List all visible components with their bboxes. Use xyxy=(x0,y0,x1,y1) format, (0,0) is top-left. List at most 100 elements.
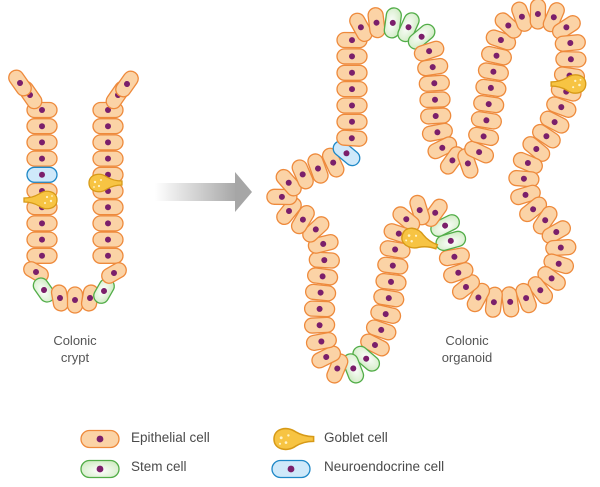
nucleus xyxy=(416,207,423,214)
crypt-right-cell-6 xyxy=(92,199,124,216)
organoid-cell-31 xyxy=(542,2,565,33)
organoid-cell-78 xyxy=(304,283,337,302)
nucleus xyxy=(439,144,446,151)
organoid-cell-59 xyxy=(430,214,460,238)
organoid-cell-24 xyxy=(475,78,507,98)
nucleus xyxy=(464,160,471,167)
organoid-cell-14 xyxy=(419,91,451,109)
nucleus xyxy=(378,326,385,333)
organoid-cell-16 xyxy=(421,122,453,142)
organoid-cell-89 xyxy=(321,147,345,178)
organoid-cell-69 xyxy=(365,319,397,341)
organoid-cell-65 xyxy=(377,256,409,275)
organoid-cell-55 xyxy=(451,274,481,300)
nucleus xyxy=(39,123,45,130)
organoid-cell-84 xyxy=(276,197,302,225)
nucleus xyxy=(349,69,355,76)
organoid-cell-11 xyxy=(413,40,445,62)
organoid-cell-46 xyxy=(541,220,571,244)
crypt-left-cell-3 xyxy=(26,150,58,167)
legend-icon-goblet xyxy=(273,427,315,451)
legend-icon-stem xyxy=(80,459,120,479)
organoid-cell-32 xyxy=(551,15,581,40)
nucleus xyxy=(429,64,436,71)
legend-label-goblet: Goblet cell xyxy=(324,430,388,445)
legend-icon-neuro xyxy=(271,459,311,479)
crypt-left-cell-8 xyxy=(26,231,58,248)
nucleus xyxy=(543,133,550,140)
nucleus xyxy=(483,117,490,124)
nucleus xyxy=(373,19,380,26)
nucleus xyxy=(405,24,412,31)
organoid-cell-47 xyxy=(545,238,577,257)
nucleus xyxy=(476,149,483,156)
nucleus xyxy=(105,139,111,146)
nucleus xyxy=(124,81,130,87)
nucleus xyxy=(490,299,497,306)
nucleus xyxy=(418,33,425,40)
nucleus xyxy=(534,11,541,17)
nucleus xyxy=(388,278,394,285)
nucleus xyxy=(485,101,492,108)
nucleus xyxy=(463,284,469,290)
nucleus xyxy=(455,269,462,276)
nucleus xyxy=(96,465,104,473)
nucleus xyxy=(105,155,111,162)
nucleus xyxy=(299,171,306,178)
organoid-cell-86 xyxy=(275,168,302,197)
nucleus xyxy=(533,146,540,152)
organoid-cell-91 xyxy=(336,129,368,147)
nucleus xyxy=(39,155,45,162)
nucleus xyxy=(101,288,107,294)
organoid-goblet-cell-left xyxy=(401,227,439,250)
nucleus xyxy=(17,80,23,86)
nucleus xyxy=(315,165,321,172)
nucleus xyxy=(349,102,355,109)
organoid-cell-12 xyxy=(417,57,449,77)
nucleus xyxy=(530,206,537,213)
nucleus xyxy=(553,229,560,235)
nucleus xyxy=(343,150,350,157)
transition-arrow xyxy=(155,172,252,212)
legend-icons xyxy=(80,427,315,479)
organoid-cell-23 xyxy=(473,94,505,114)
organoid-cell-71 xyxy=(352,345,381,372)
nucleus xyxy=(493,52,500,59)
nucleus xyxy=(349,53,355,60)
organoid-cell-7 xyxy=(367,7,386,39)
organoid-cell-77 xyxy=(303,300,336,318)
nucleus xyxy=(323,354,330,360)
organoid-cell-52 xyxy=(501,286,520,318)
crypt-goblet-cell-right xyxy=(88,173,123,193)
nucleus xyxy=(522,191,529,198)
nucleus xyxy=(349,86,355,93)
nucleus xyxy=(537,287,544,294)
crypt-right-cell-7 xyxy=(92,215,124,232)
nucleus xyxy=(426,48,433,55)
crypt-left-cell-1 xyxy=(26,118,58,135)
organoid-cell-6 xyxy=(349,12,373,43)
crypt-left-cell-2 xyxy=(26,134,58,151)
organoid-cell-41 xyxy=(512,151,543,175)
nucleus xyxy=(490,68,497,75)
nucleus xyxy=(350,365,357,372)
legend-label-neuro: Neuroendocrine cell xyxy=(324,459,445,474)
nucleus xyxy=(299,216,306,223)
crypt-label-line-2: crypt xyxy=(60,350,90,365)
organoid-cell-64 xyxy=(379,240,411,259)
nucleus xyxy=(317,289,324,296)
nucleus xyxy=(447,237,454,244)
legend-icon-epithelial xyxy=(80,429,120,449)
organoid-cell-53 xyxy=(484,286,503,318)
organoid-label-line-1: Colonic xyxy=(445,333,489,348)
organoid-cell-17 xyxy=(427,136,458,160)
crypt-left-cell-4 xyxy=(26,166,58,183)
nucleus xyxy=(105,204,111,211)
crypt-left-cell-9 xyxy=(26,247,58,264)
nucleus xyxy=(480,133,487,140)
nucleus xyxy=(567,40,574,46)
organoid-cell-33 xyxy=(554,34,586,52)
organoid-cell-76 xyxy=(303,316,336,334)
nucleus xyxy=(105,236,111,243)
